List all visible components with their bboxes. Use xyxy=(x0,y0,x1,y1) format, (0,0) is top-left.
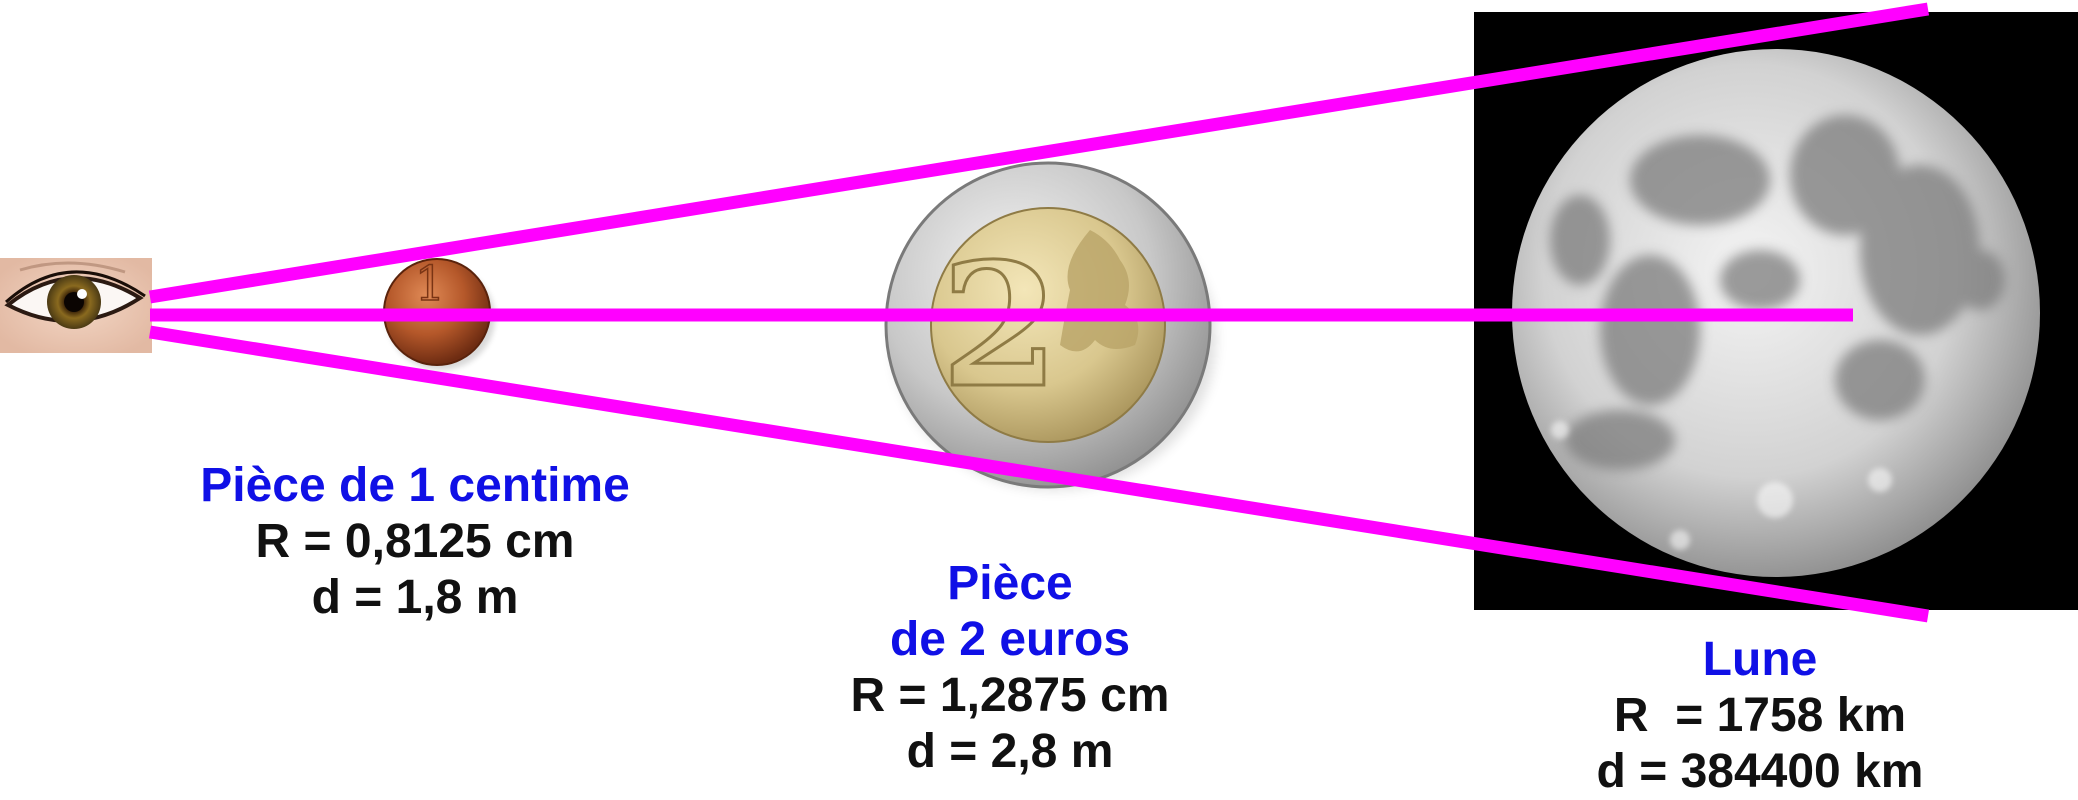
moon-title: Lune xyxy=(1702,633,1818,686)
upper-sight-line xyxy=(148,2,1930,304)
euro-coin-distance: d = 2,8 m xyxy=(906,725,1114,778)
lower-sight-line xyxy=(148,325,1930,623)
moon-distance: d = 384400 km xyxy=(1596,745,1924,798)
moon-label: Lune R = 1758 km d = 384400 km xyxy=(1520,632,2000,800)
euro-coin-label: Pièce de 2 euros R = 1,2875 cm d = 2,8 m xyxy=(780,556,1240,780)
cent-coin-radius: R = 0,8125 cm xyxy=(255,515,575,568)
two-euro-coin-icon: 2 xyxy=(884,161,1216,490)
eye-icon xyxy=(0,258,152,353)
cent-coin-title: Pièce de 1 centime xyxy=(200,459,630,512)
cent-coin-label: Pièce de 1 centime R = 0,8125 cm d = 1,8… xyxy=(150,458,680,626)
svg-text:1: 1 xyxy=(415,256,446,312)
cent-coin-distance: d = 1,8 m xyxy=(311,571,519,624)
euro-coin-title-line2: de 2 euros xyxy=(889,613,1131,666)
sight-lines xyxy=(148,2,1930,623)
svg-text:2: 2 xyxy=(941,226,1059,426)
euro-coin-title-line1: Pièce xyxy=(947,557,1073,610)
euro-coin-radius: R = 1,2875 cm xyxy=(850,669,1170,722)
moon-radius: R = 1758 km xyxy=(1613,689,1907,742)
